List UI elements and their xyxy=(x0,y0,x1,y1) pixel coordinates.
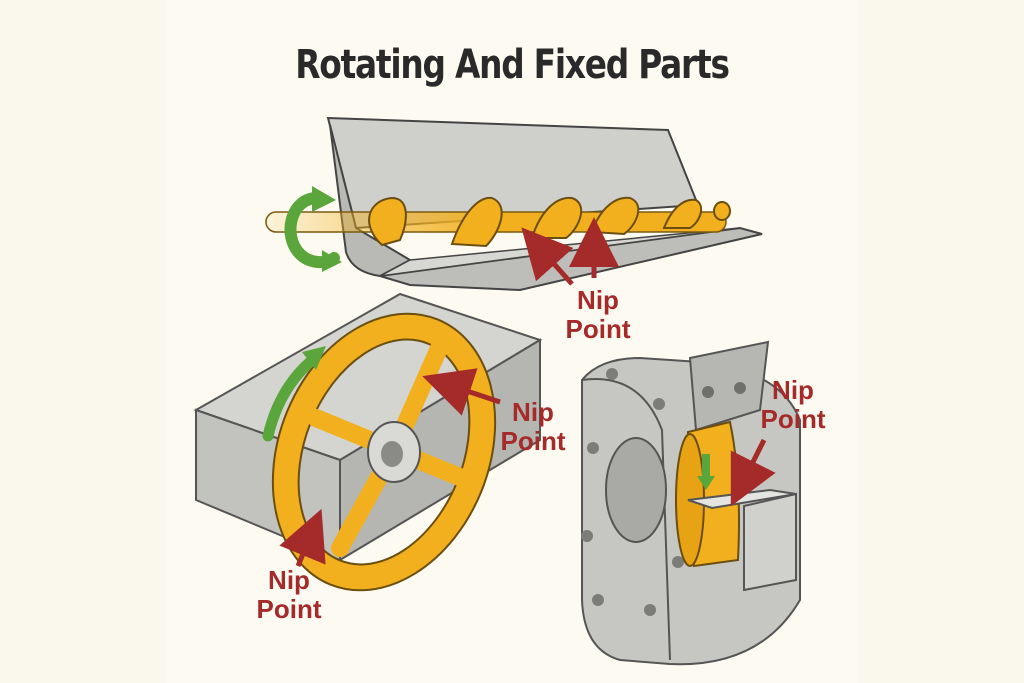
screw-conveyor xyxy=(265,116,763,292)
grinder-assembly xyxy=(581,340,801,666)
motor-cover xyxy=(605,437,667,543)
label-line: Nip xyxy=(512,397,554,427)
diagram-title: Rotating And Fixed Parts xyxy=(295,42,730,88)
nip-point-label-wheel-lower: Nip Point xyxy=(248,566,330,624)
label-line: Point xyxy=(760,404,826,434)
label-line: Point xyxy=(500,426,566,456)
nip-point-arrow-icon xyxy=(279,508,326,567)
nip-point-arrow-icon xyxy=(521,227,574,286)
handwheel-rim xyxy=(272,313,496,591)
rotation-arrow-icon xyxy=(262,346,326,442)
rotation-arrow-icon xyxy=(284,186,342,272)
rotation-arrow-icon xyxy=(697,454,715,490)
label-line: Point xyxy=(565,314,631,344)
handwheel-assembly xyxy=(193,292,543,592)
label-line: Nip xyxy=(268,565,310,595)
nip-point-label-grinder: Nip Point xyxy=(752,376,834,434)
label-line: Nip xyxy=(772,375,814,405)
housing-bolts xyxy=(581,368,684,616)
guard-plate xyxy=(688,340,770,432)
nip-point-label-wheel-upper: Nip Point xyxy=(492,398,574,456)
label-line: Nip xyxy=(577,285,619,315)
label-line: Point xyxy=(256,594,322,624)
nip-point-arrow-icon xyxy=(730,438,776,507)
nip-point-label-screw: Nip Point xyxy=(558,286,638,344)
nip-point-arrow-icon xyxy=(422,368,501,416)
